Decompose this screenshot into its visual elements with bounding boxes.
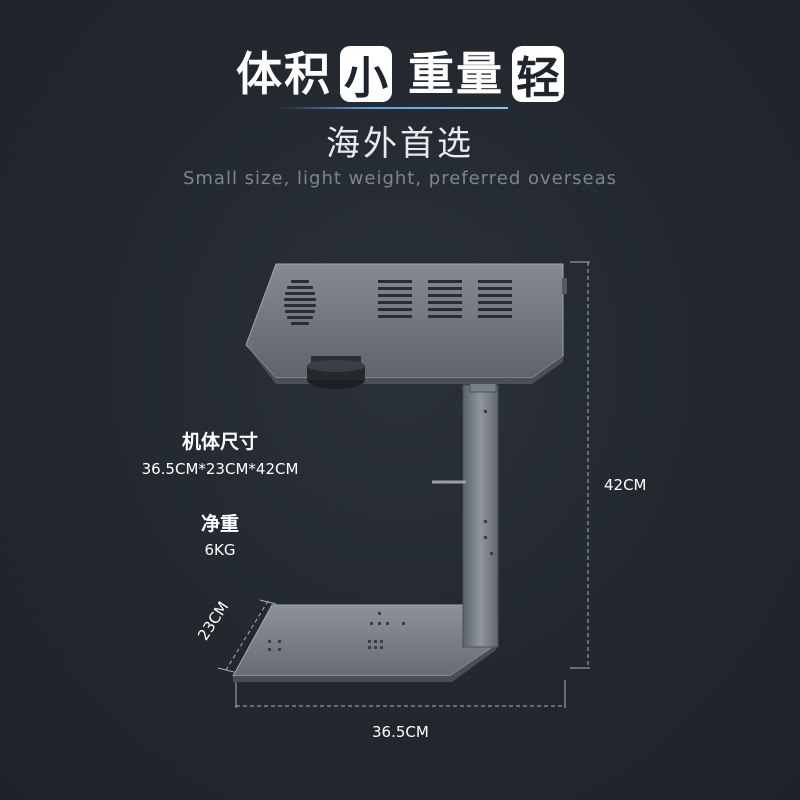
weight-value: 6KG	[204, 541, 236, 559]
weight-label: 净重	[200, 513, 239, 535]
headline-box-1: 小	[340, 46, 392, 104]
accent-underline	[278, 107, 508, 109]
base-plate	[232, 604, 497, 682]
headline: 体积 小 重量 轻	[0, 44, 800, 104]
dimension-lines	[217, 261, 590, 708]
subtitle-chinese: 海外首选	[326, 124, 474, 164]
headline-text-1: 体积	[236, 47, 332, 101]
size-label: 机体尺寸	[181, 431, 258, 453]
headline-text-2: 重量	[408, 47, 504, 101]
laser-head	[245, 263, 567, 389]
size-value: 36.5CM*23CM*42CM	[141, 460, 299, 478]
subtitle-english: Small size, light weight, preferred over…	[182, 168, 618, 189]
height-dimension-label: 42CM	[604, 476, 647, 494]
headline-box-2: 轻	[512, 46, 564, 104]
width-dimension-label: 36.5CM	[372, 723, 429, 741]
